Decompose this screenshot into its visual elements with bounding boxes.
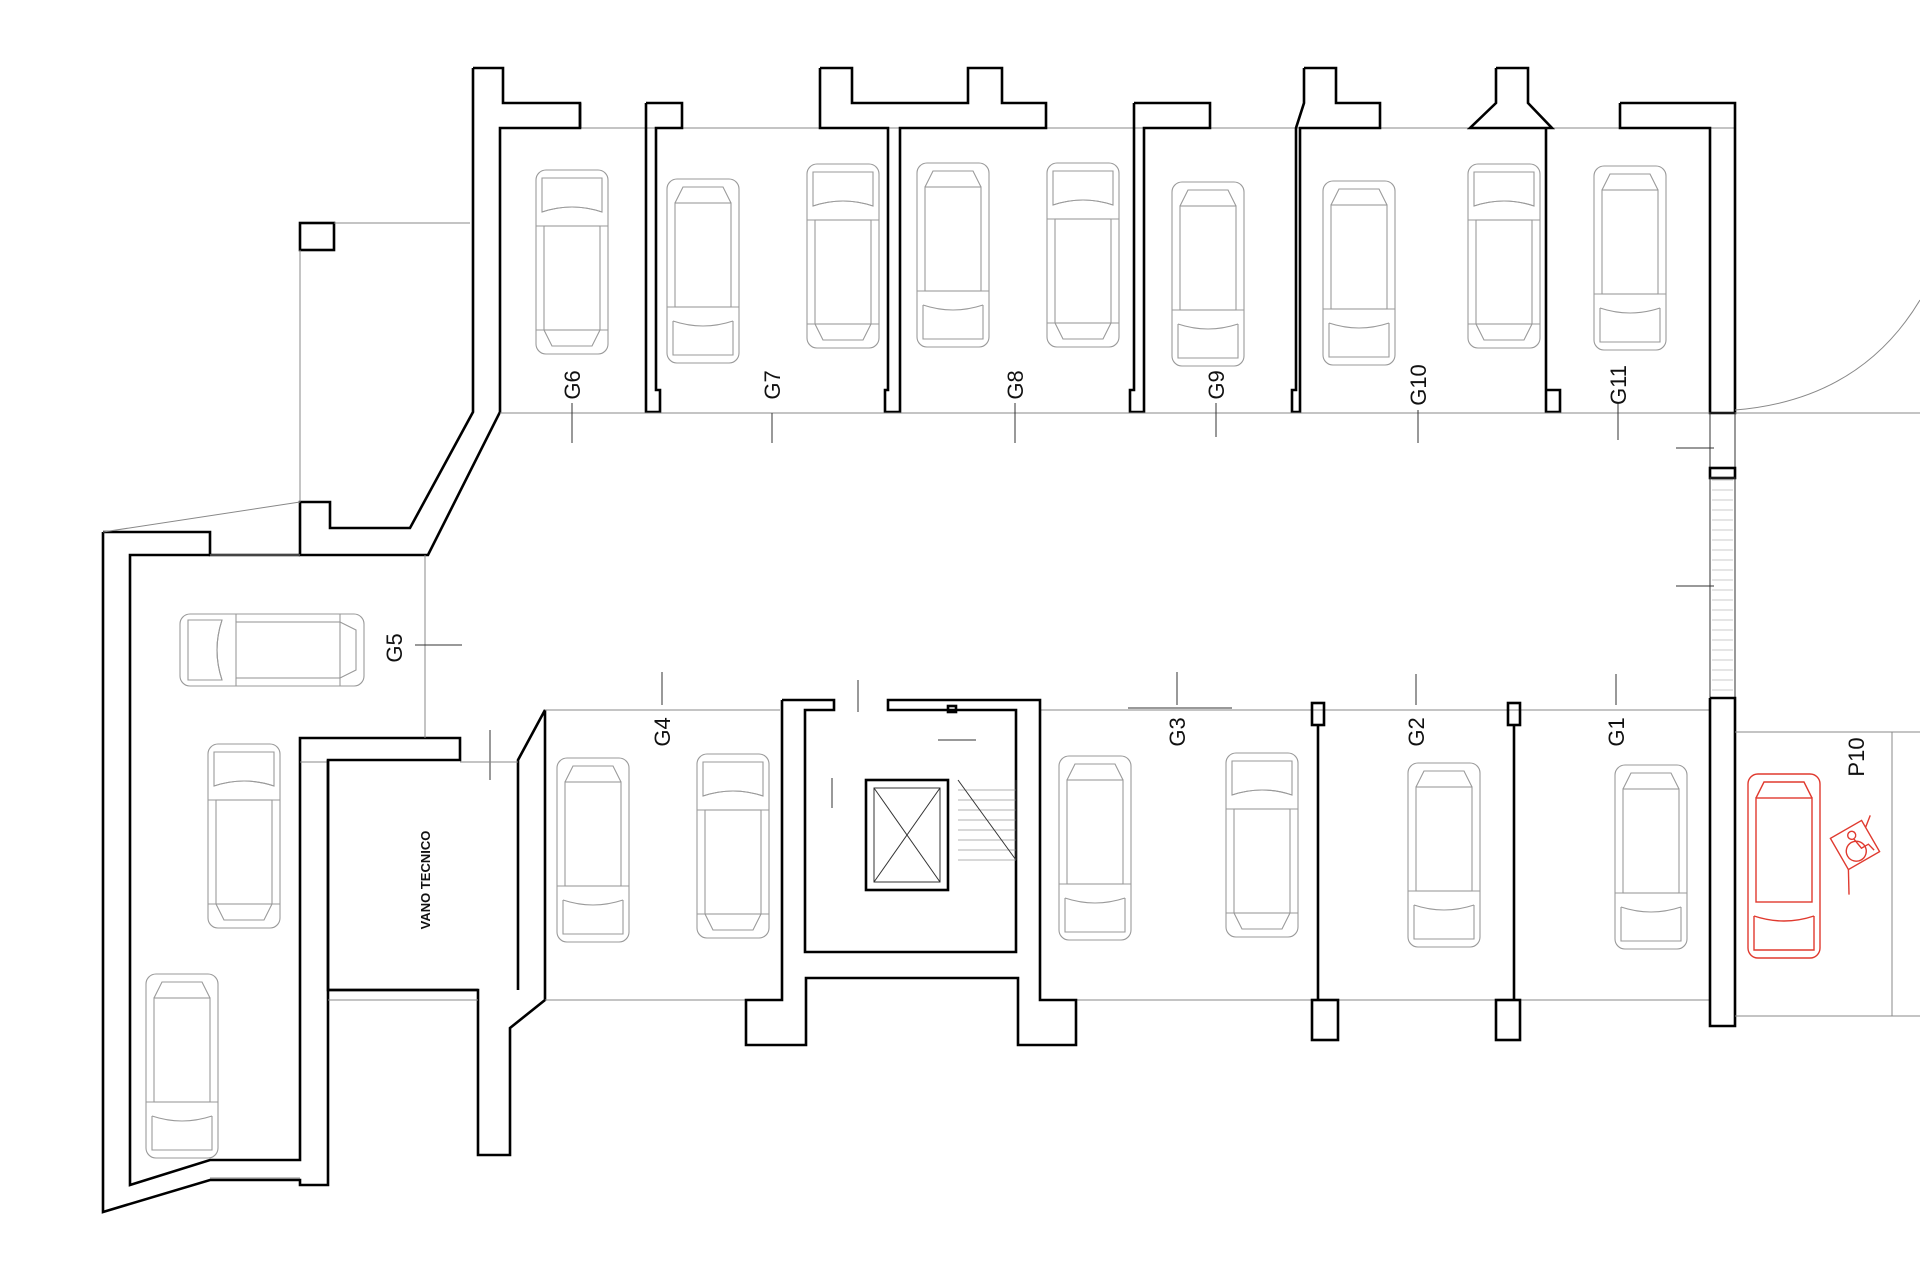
label-g9: G9 [1204,370,1229,399]
accessible-car-p10 [1747,773,1821,959]
car [1322,180,1396,366]
car [1058,755,1132,941]
p10-area [1735,731,1920,1017]
car [1467,163,1541,349]
upper-garage-walls [298,66,1737,557]
label-g5: G5 [382,633,407,662]
label-g3: G3 [1165,717,1190,746]
label-g7: G7 [760,370,785,399]
car [1614,764,1688,950]
label-vano-tecnico: VANO TECNICO [418,831,433,930]
technical-room [326,709,547,1157]
car [1225,752,1299,938]
g5-wing-walls [101,221,470,1214]
label-g6: G6 [560,370,585,399]
car [179,613,365,687]
car [1407,762,1481,948]
wheelchair-icon [1829,815,1881,895]
car [1593,165,1667,351]
car [207,743,281,929]
entrance-ramp [1676,299,1920,699]
label-g1: G1 [1604,717,1629,746]
parked-cars [145,162,1688,1159]
car [556,757,630,943]
car [806,163,880,349]
car [535,169,609,355]
car [666,178,740,364]
car [145,973,219,1159]
car [1171,181,1245,367]
lower-garage-walls [545,680,1737,1047]
label-g10: G10 [1406,364,1431,406]
car [696,753,770,939]
car [1046,162,1120,348]
label-g8: G8 [1003,370,1028,399]
garage-labels: G6 G7 G8 G9 G10 G11 G5 G4 G3 G2 G1 P10 V… [382,364,1869,929]
label-g2: G2 [1404,717,1429,746]
label-g11: G11 [1606,365,1631,405]
label-p10: P10 [1844,737,1869,776]
label-g4: G4 [650,717,675,746]
car [916,162,990,348]
